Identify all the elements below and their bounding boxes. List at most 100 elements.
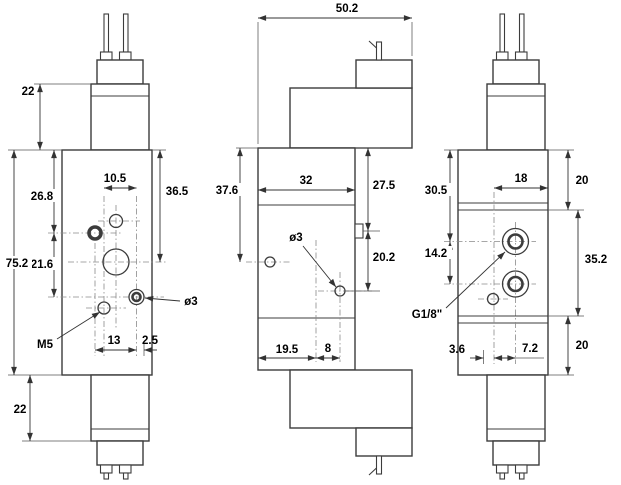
g18-port-lower-inner <box>507 275 524 293</box>
callout-m5: M5 <box>37 311 101 351</box>
dim-label: 22 <box>14 404 27 416</box>
dim-label: 20.2 <box>373 252 395 264</box>
rear-view-ports <box>486 227 530 306</box>
solenoid-top <box>90 83 150 151</box>
front-view-centerlines <box>48 196 166 356</box>
dim-label: 19.5 <box>276 344 299 356</box>
dim-label: 36.5 <box>166 186 189 198</box>
dim-19-5: 19.5 <box>258 344 316 361</box>
small-hole <box>486 292 500 306</box>
main-port <box>102 248 130 276</box>
diameter-label: ø3 <box>184 296 197 308</box>
pilot-port <box>128 288 145 306</box>
dim-label: 18 <box>515 173 528 185</box>
pin-foot <box>495 51 509 61</box>
connector-top-step <box>355 59 413 89</box>
solenoid-top <box>486 83 546 151</box>
pilot-port-inner <box>131 291 142 303</box>
dim-label: 20 <box>576 340 589 352</box>
pin-top-left <box>499 13 506 53</box>
rear-view-centerlines <box>444 192 536 364</box>
pin-top-right <box>518 13 525 53</box>
dim-75-2: 75.2 <box>3 150 62 376</box>
callout-dia3-side: ø3 <box>289 232 337 288</box>
port-hole <box>108 213 124 229</box>
dim-8: 8 <box>316 343 340 361</box>
dim-32: 32 <box>258 175 355 193</box>
thread-label: G1/8" <box>412 309 442 321</box>
dim-label: 3.6 <box>449 344 465 356</box>
pin-bottom-left <box>103 472 110 480</box>
connector-bottom <box>289 369 413 429</box>
dim-22-top: 22 <box>22 83 91 150</box>
pin-foot <box>118 464 132 474</box>
pin-bottom-right <box>122 472 129 480</box>
dim-7-2: 7.2 <box>494 343 544 361</box>
dim-36-5: 36.5 <box>152 149 189 262</box>
dim-label: 30.5 <box>425 185 448 197</box>
dim-label: 10.5 <box>104 173 127 185</box>
dim-30-5: 30.5 <box>420 149 458 242</box>
dim-18: 18 <box>494 173 548 191</box>
dim-label: 32 <box>300 175 313 187</box>
mount-hole <box>264 256 276 268</box>
dim-26-8: 26.8 <box>8 149 62 233</box>
connector-bottom-step <box>355 427 413 457</box>
solenoid-bottom <box>90 374 150 442</box>
diameter-label: ø3 <box>289 232 302 244</box>
coil-cap-top <box>96 59 144 85</box>
dim-13: 13 <box>95 335 137 353</box>
dim-37-6: 37.6 <box>212 147 258 262</box>
connector-pin-top <box>375 41 383 61</box>
pin-bottom-right <box>518 472 525 480</box>
pin-foot <box>514 464 528 474</box>
g18-port-upper-inner <box>507 233 524 250</box>
dim-10-5: 10.5 <box>104 173 137 191</box>
dim-label: 75.2 <box>6 258 28 270</box>
dim-35-2: 35.2 <box>548 210 607 317</box>
dim-label: 2.5 <box>142 335 159 347</box>
side-view: 50.2 32 37.6 27.5 20.2 ø3 1 <box>212 3 413 476</box>
side-port-tab <box>354 223 364 239</box>
pin-top-right <box>122 13 129 53</box>
g18-port-upper <box>501 227 530 256</box>
dim-2-5: 2.5 <box>142 335 159 356</box>
mount-hole <box>334 285 346 297</box>
pin-bottom-left <box>499 472 506 480</box>
pin-foot <box>99 51 113 61</box>
dim-label: 50.2 <box>336 3 358 15</box>
connector-top <box>289 87 413 149</box>
solenoid-bottom <box>486 374 546 442</box>
m5-port <box>97 301 111 315</box>
dim-20-2: 20.2 <box>346 231 395 292</box>
callout-dia3-front: ø3 <box>144 295 198 308</box>
coil-cap-bottom <box>492 440 540 466</box>
pin-foot <box>514 51 528 61</box>
coil-cap-top <box>492 59 540 85</box>
g18-port-lower <box>501 270 530 298</box>
connector-pin-bottom <box>375 455 383 475</box>
dim-27-5: 27.5 <box>355 147 396 232</box>
callout-g18: G1/8" <box>412 251 506 321</box>
dim-label: 8 <box>325 343 332 355</box>
dim-label: 26.8 <box>31 191 54 203</box>
dim-20-bottom: 20 <box>548 316 589 376</box>
dim-50-2: 50.2 <box>257 3 413 144</box>
coil-cap-bottom <box>96 440 144 466</box>
valve-body-rear <box>457 149 549 376</box>
front-view-ports <box>87 213 145 315</box>
dim-label: 7.2 <box>522 343 538 355</box>
dim-label: 20 <box>576 175 589 187</box>
pin-foot <box>118 51 132 61</box>
dim-22-bottom: 22 <box>14 375 91 442</box>
dim-label: 14.2 <box>425 248 447 260</box>
front-view: 22 26.8 21.6 75.2 22 10.5 <box>3 13 198 480</box>
dim-14-2: 14.2 <box>420 241 453 284</box>
dim-label: 13 <box>108 335 121 347</box>
dim-20-top: 20 <box>548 149 589 211</box>
dim-3-6: 3.6 <box>449 344 484 364</box>
thread-label: M5 <box>37 339 54 351</box>
dim-label: 27.5 <box>373 180 396 192</box>
